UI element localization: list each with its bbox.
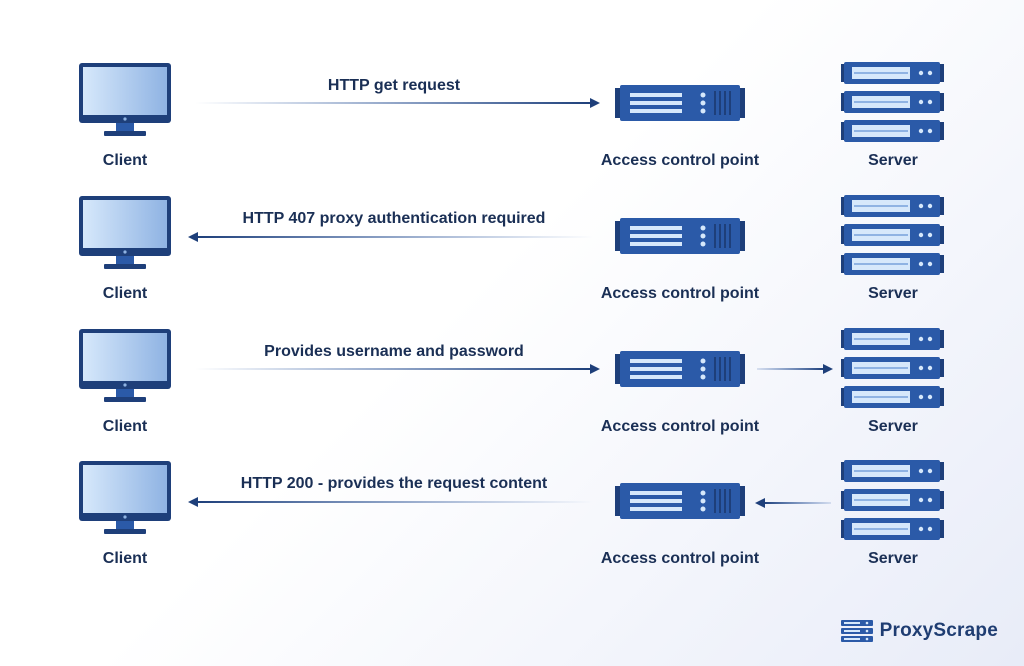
- server-stack-logo-icon: [840, 620, 873, 642]
- server-rack-icon: [841, 195, 944, 275]
- server-rack-icon: [841, 62, 944, 142]
- client-label: Client: [102, 550, 148, 567]
- arrow-left: [188, 497, 593, 507]
- proxy-device-icon: [615, 483, 745, 519]
- access-control-point-label: Access control point: [600, 285, 760, 302]
- proxy-device-icon: [615, 351, 745, 387]
- flow-row-1: Client HTTP get request: [0, 60, 1024, 180]
- flow-row-4: Client HTTP 200 - provides the request c…: [0, 458, 1024, 578]
- server-rack-icon: [841, 328, 944, 408]
- server-label: Server: [868, 152, 918, 169]
- flow-row-2: Client HTTP 407 proxy authentication req…: [0, 193, 1024, 313]
- server-rack-icon: [841, 460, 944, 540]
- server-label: Server: [868, 418, 918, 435]
- message-label: HTTP 200 - provides the request content: [240, 475, 548, 492]
- server-label: Server: [868, 285, 918, 302]
- server-label: Server: [868, 550, 918, 567]
- monitor-icon: [79, 196, 171, 269]
- brand-name: ProxyScrape: [879, 620, 998, 641]
- brand-logo: ProxyScrape: [840, 620, 998, 642]
- client-label: Client: [102, 418, 148, 435]
- arrow-left: [188, 232, 593, 242]
- flow-row-3: Client Provides username and password: [0, 326, 1024, 446]
- access-control-point-label: Access control point: [600, 418, 760, 435]
- client-label: Client: [102, 152, 148, 169]
- client-label: Client: [102, 285, 148, 302]
- monitor-icon: [79, 63, 171, 136]
- message-label: Provides username and password: [264, 343, 524, 360]
- access-control-point-label: Access control point: [600, 550, 760, 567]
- message-label: HTTP 407 proxy authentication required: [242, 210, 546, 227]
- arrow-to-server: [757, 364, 833, 374]
- proxy-device-icon: [615, 218, 745, 254]
- monitor-icon: [79, 461, 171, 534]
- monitor-icon: [79, 329, 171, 402]
- arrow-right: [195, 98, 600, 108]
- message-label: HTTP get request: [327, 77, 461, 94]
- proxy-device-icon: [615, 85, 745, 121]
- access-control-point-label: Access control point: [600, 152, 760, 169]
- arrow-right: [195, 364, 600, 374]
- arrow-from-server: [755, 498, 831, 508]
